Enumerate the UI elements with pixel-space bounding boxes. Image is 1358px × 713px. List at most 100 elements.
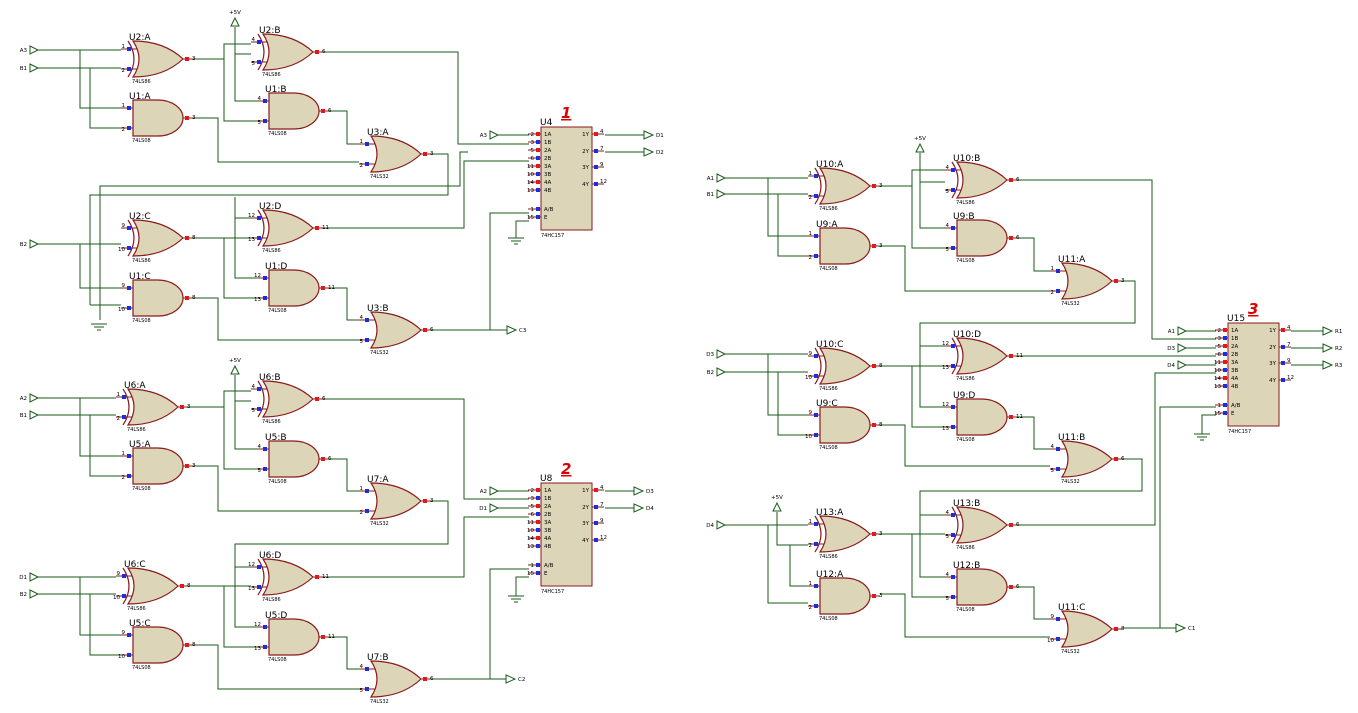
- input-terminal-b2[interactable]: B2: [20, 589, 40, 599]
- and-gate-body: [819, 406, 871, 444]
- input-terminal-b2[interactable]: B2: [707, 367, 727, 377]
- input-terminal-d1[interactable]: D1: [479, 503, 500, 513]
- output-terminal-c2[interactable]: C2: [505, 674, 525, 684]
- input-terminal-d3[interactable]: D3: [706, 349, 727, 359]
- output-terminal-d3[interactable]: D3: [633, 486, 654, 496]
- input-terminal-a3[interactable]: A3: [20, 45, 40, 55]
- output-terminal-d2[interactable]: D2: [643, 147, 664, 157]
- xor-arc: [257, 209, 265, 247]
- input-terminal-d3[interactable]: D3: [1167, 343, 1188, 353]
- input-terminal-a3[interactable]: A3: [480, 130, 500, 140]
- chip-pin-marker: [536, 536, 540, 540]
- output-terminal-r1[interactable]: R1: [1322, 326, 1342, 336]
- input-pin-marker: [951, 188, 955, 192]
- output-terminal-label: D2: [656, 150, 664, 156]
- input-terminal-label: A3: [20, 48, 28, 54]
- input-terminal-b1[interactable]: B1: [20, 63, 40, 73]
- input-terminal-d4[interactable]: D4: [706, 520, 727, 530]
- chip-pin-label: 3B: [544, 172, 551, 178]
- output-terminal-arrow: [1322, 343, 1334, 353]
- pin-number: 9: [122, 630, 126, 636]
- chip-pin-number: 14: [527, 180, 534, 186]
- input-pin-marker: [257, 40, 261, 44]
- input-terminal-label: A1: [707, 176, 714, 182]
- chip-pin-label: 2A: [544, 148, 551, 154]
- input-terminal-b1[interactable]: B1: [20, 410, 40, 420]
- input-terminal-d1[interactable]: D1: [19, 572, 40, 582]
- output-terminal-d4[interactable]: D4: [633, 503, 654, 513]
- input-terminal-b1[interactable]: B1: [707, 189, 727, 199]
- gate-type: 74LS08: [268, 657, 287, 663]
- wire: [89, 415, 121, 477]
- input-terminal-d4[interactable]: D4: [1167, 360, 1188, 370]
- input-pin-marker: [814, 174, 818, 178]
- xor-arc: [257, 380, 265, 418]
- input-terminal-a1[interactable]: A1: [707, 173, 727, 183]
- gate-name: U10:C: [816, 340, 843, 350]
- input-terminal-arrow: [29, 572, 40, 582]
- pin-number: 1: [809, 231, 813, 237]
- input-terminal-b2[interactable]: B2: [20, 239, 40, 249]
- wire: [880, 245, 1050, 292]
- chip-pin-label: 4A: [1231, 376, 1238, 382]
- output-terminal-c3[interactable]: C3: [506, 325, 527, 335]
- input-terminal-a2[interactable]: A2: [480, 486, 500, 496]
- output-terminal-r2[interactable]: R2: [1322, 343, 1342, 353]
- pin-number: 3: [879, 531, 883, 537]
- pin-number: 1: [360, 486, 364, 492]
- and-gate-body: [132, 99, 184, 137]
- output-terminal-label: D1: [656, 133, 664, 139]
- output-terminal-d1[interactable]: D1: [643, 130, 664, 140]
- pin-number: 6: [1016, 584, 1020, 590]
- pin-number: 13: [248, 237, 255, 243]
- and-gate-body: [132, 447, 184, 485]
- output-pin-marker: [185, 643, 189, 647]
- gate-type: 74LS86: [132, 79, 151, 85]
- chip-pin-label: 3B: [544, 528, 551, 534]
- input-terminal-a2[interactable]: A2: [20, 393, 40, 403]
- pin-number: 13: [254, 297, 261, 303]
- output-terminal-r3[interactable]: R3: [1322, 360, 1343, 370]
- output-terminal-c1[interactable]: C1: [1175, 623, 1195, 633]
- input-terminal-a1[interactable]: A1: [1168, 326, 1188, 336]
- power-5v-icon: +5V: [229, 358, 241, 375]
